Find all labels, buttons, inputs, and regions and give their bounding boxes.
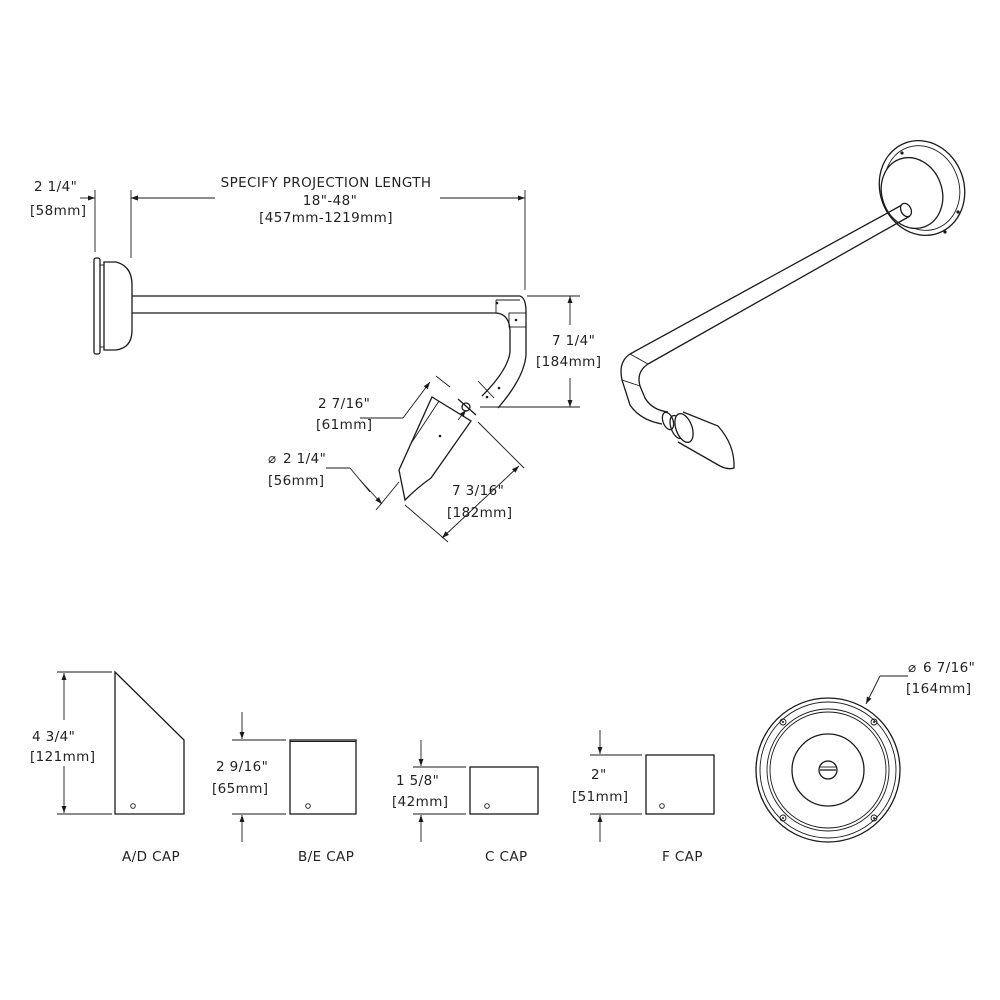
cap-f-label: F CAP <box>662 849 703 865</box>
cap-be-label: B/E CAP <box>298 849 354 865</box>
backplate-diameter-mm: [164mm] <box>906 681 971 697</box>
cap-diameter-inches: 2 1/4" <box>283 451 326 467</box>
cap-ad <box>57 670 185 815</box>
cap-be-height-inches: 2 9/16" <box>216 759 268 775</box>
drop-height-mm: [184mm] <box>536 354 601 370</box>
drop-height-inches: 7 1/4" <box>552 333 595 349</box>
arm-elbow <box>497 295 527 409</box>
knuckle <box>461 402 471 412</box>
cap-c-height-inches: 1 5/8" <box>396 773 439 789</box>
backplate-hub <box>791 733 865 807</box>
base-depth-mm: [58mm] <box>30 203 86 219</box>
backplate-diameter-symbol: ⌀ <box>908 660 917 676</box>
wall-base <box>103 261 133 351</box>
fixture-head <box>398 396 472 502</box>
iso-head <box>677 411 735 470</box>
base-depth-inches: 2 1/4" <box>34 179 77 195</box>
cap-c-label: C CAP <box>485 849 528 865</box>
cap-labels: 4 3/4" [121mm] A/D CAP 2 9/16" [65mm] B/… <box>30 729 703 865</box>
cap-ad-label: A/D CAP <box>122 849 180 865</box>
cap-f <box>590 730 715 842</box>
projection-label: SPECIFY PROJECTION LENGTH <box>221 175 432 191</box>
cap-length-mm: [182mm] <box>447 505 512 521</box>
iso-elbow <box>620 353 663 425</box>
cap-ad-height-inches: 4 3/4" <box>32 729 75 745</box>
isometric-view <box>620 140 966 470</box>
cap-f-height-mm: [51mm] <box>572 789 628 805</box>
diameter-symbol: ⌀ <box>268 451 277 467</box>
iso-arm <box>629 204 903 355</box>
iso-backplate <box>878 140 966 236</box>
backplate-diameter-inches: 6 7/16" <box>923 660 975 676</box>
cap-be <box>232 712 357 842</box>
neck-length-inches: 2 7/16" <box>318 396 370 412</box>
dimension-labels-side: 2 1/4" [58mm] SPECIFY PROJECTION LENGTH … <box>30 175 601 521</box>
backplate-front-view: ⌀ 6 7/16" [164mm] <box>755 660 975 843</box>
cap-ad-height-mm: [121mm] <box>30 749 95 765</box>
wall-plate <box>93 257 101 355</box>
projection-inches: 18"-48" <box>303 193 357 209</box>
cap-diameter-mm: [56mm] <box>268 473 324 489</box>
cap-f-height-inches: 2" <box>591 767 607 783</box>
side-view <box>93 257 527 502</box>
backplate-outer <box>755 697 901 843</box>
neck-length-mm: [61mm] <box>316 417 372 433</box>
dimensions-side-view <box>80 190 580 543</box>
cap-c <box>413 740 539 842</box>
projection-mm: [457mm-1219mm] <box>259 210 393 226</box>
cap-length-inches: 7 3/16" <box>452 483 504 499</box>
cap-be-height-mm: [65mm] <box>212 781 268 797</box>
cap-c-height-mm: [42mm] <box>392 794 448 810</box>
